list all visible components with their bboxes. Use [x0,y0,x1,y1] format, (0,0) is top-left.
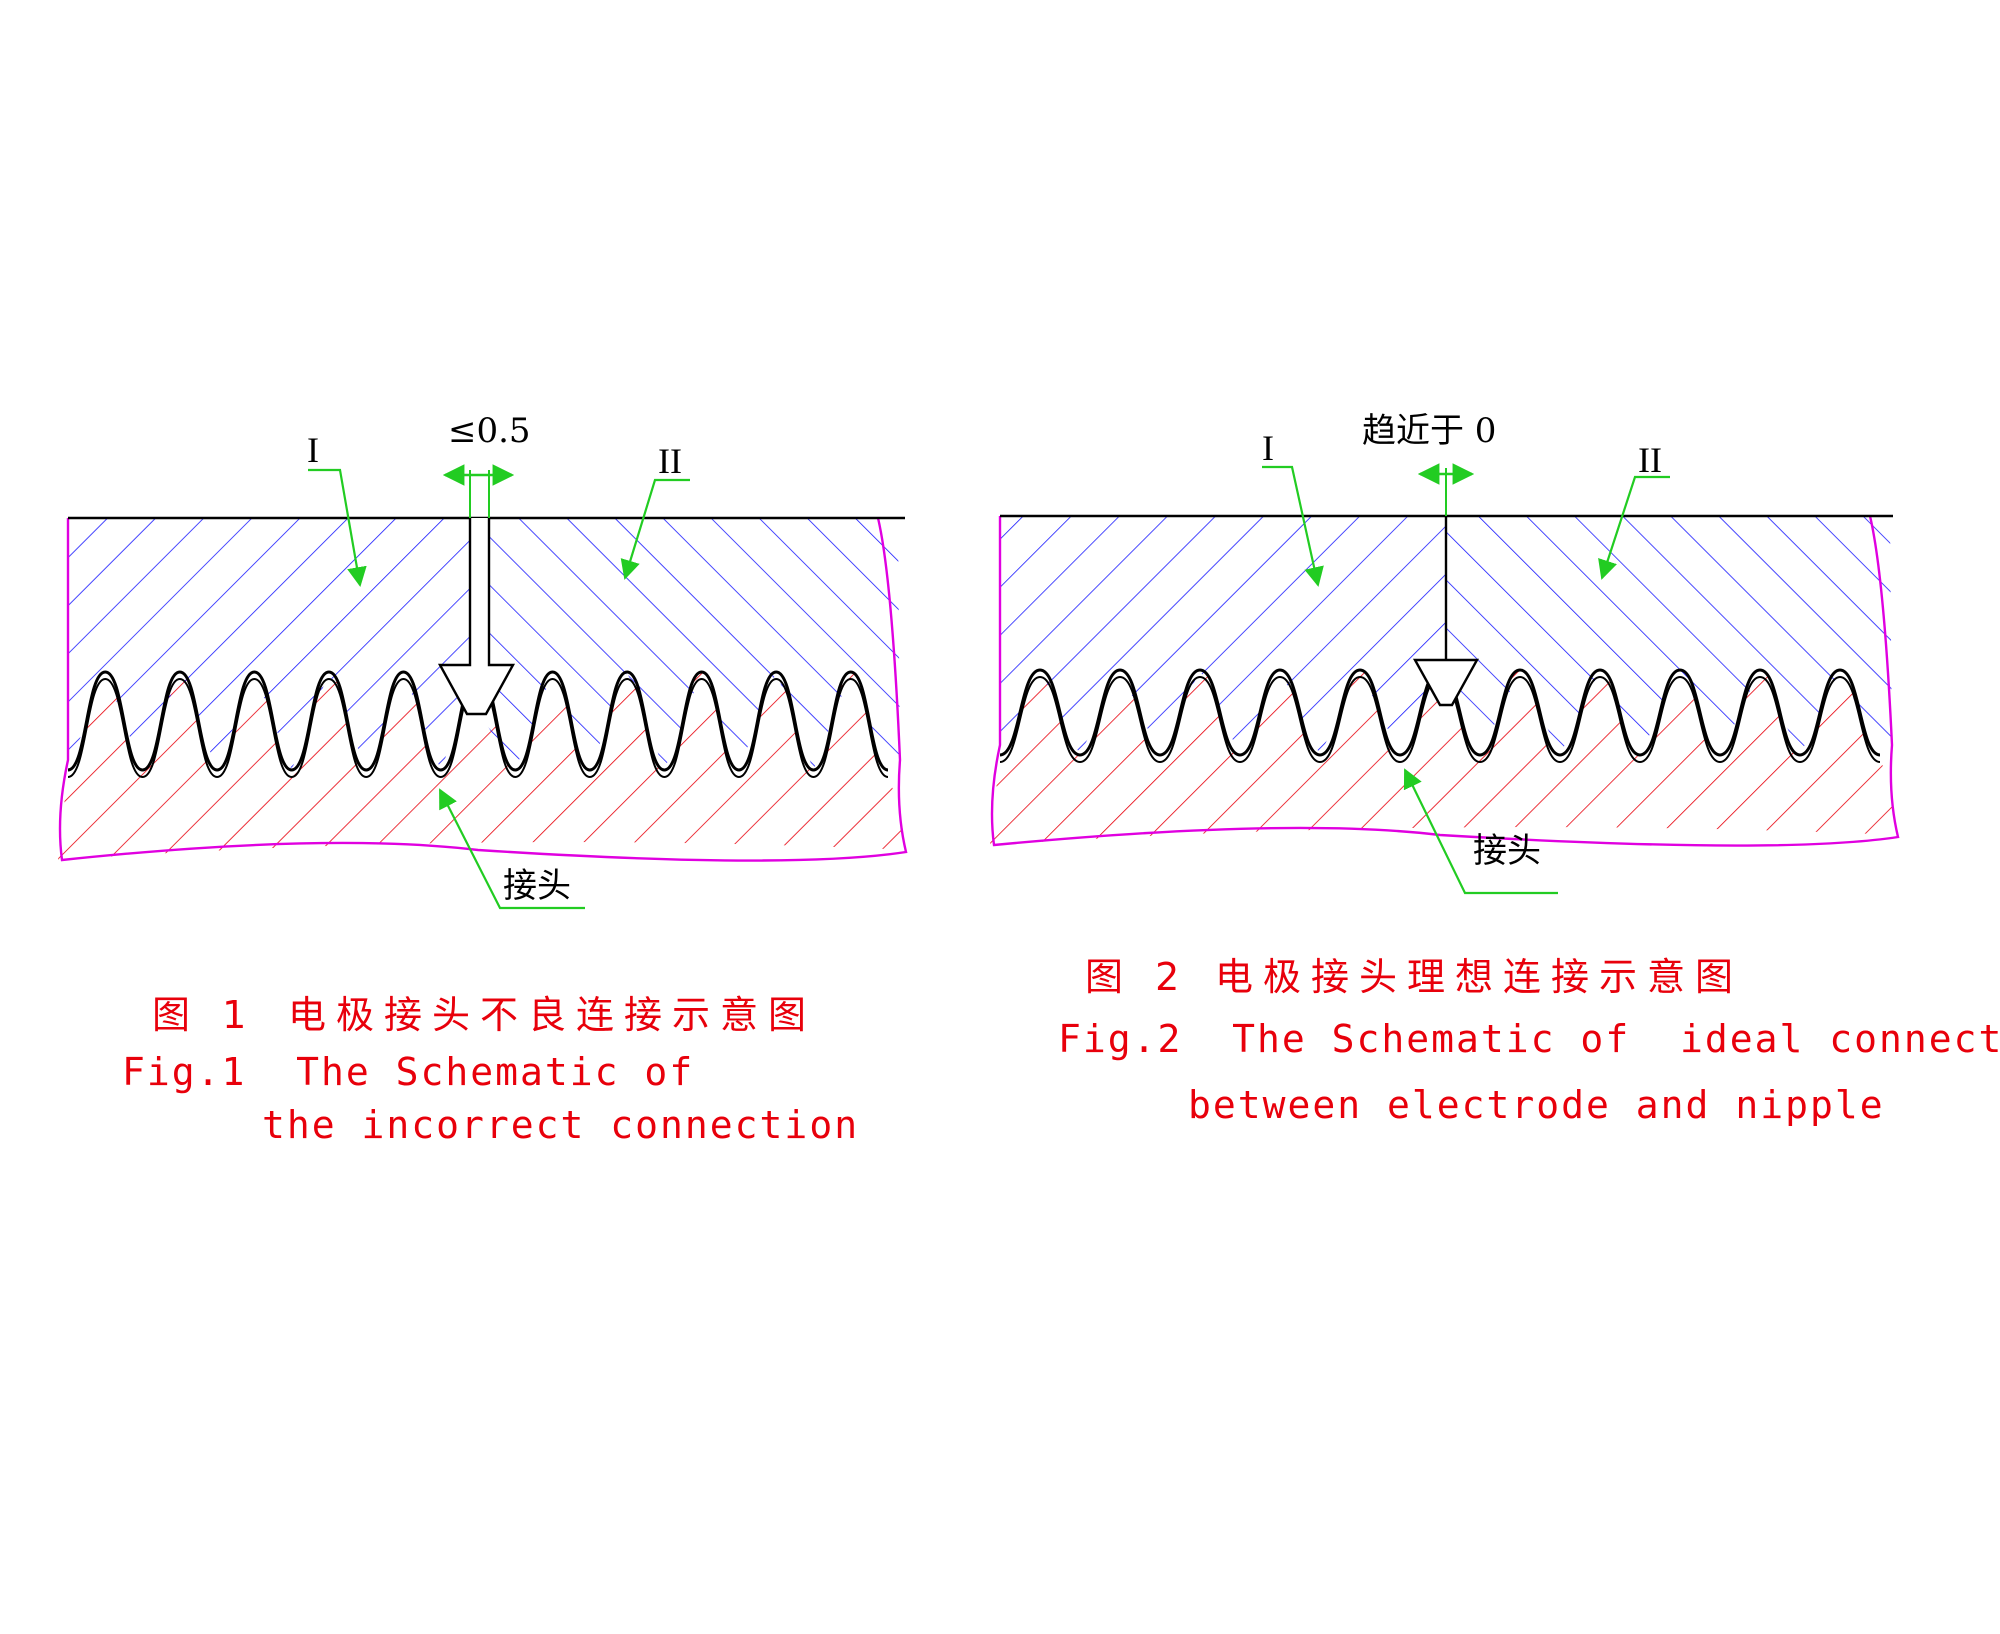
leader-part-I [308,468,367,587]
gap-label: 趋近于 0 [1362,411,1496,451]
leader-nipple [439,788,585,910]
nipple-body [990,670,1900,845]
label-part-II: II [1638,440,1662,480]
gap-slot [437,518,516,716]
zero-gap-joint [1412,516,1480,707]
leader-part-I [1262,465,1324,587]
caption-1-en-line1: Fig.1 The Schematic of [122,1050,694,1094]
leader-nipple [1403,768,1558,895]
figure-2-ideal-connection: 趋近于 0 I II 接头 [990,411,1900,895]
caption-figure-1: 图 1 电极接头不良连接示意图 Fig.1 The Schematic of t… [122,993,859,1147]
caption-2-en-line2: between electrode and nipple [1188,1083,1885,1127]
label-part-II: II [658,441,682,481]
section-outline [990,515,1900,847]
caption-2-en-line1: Fig.2 The Schematic of ideal connection [1058,1017,2000,1061]
caption-2-cn-text: 电极接头理想连接示意图 [1215,955,1743,999]
label-part-I: I [1262,428,1274,468]
caption-1-cn-prefix: 图 1 [152,993,256,1037]
label-nipple: 接头 [1473,831,1541,871]
label-nipple: 接头 [503,866,571,906]
figure-1-incorrect-connection: ≤0.5 I II 接头 [58,411,908,910]
electrode-I-body [68,518,480,770]
electrode-I-body [1000,516,1446,755]
leader-part-II [620,478,690,580]
caption-2-cn-prefix: 图 2 [1085,955,1189,999]
electrode-II-body [480,518,900,770]
label-part-I: I [307,430,319,470]
caption-1-en-line2: the incorrect connection [262,1103,859,1147]
electrode-II-body [1446,516,1892,755]
caption-figure-2: 图 2 电极接头理想连接示意图 Fig.2 The Schematic of i… [1058,955,2000,1127]
leader-part-II [1598,475,1670,580]
section-outline [58,517,908,862]
caption-1-cn-text: 电极接头不良连接示意图 [288,993,816,1037]
gap-label: ≤0.5 [448,411,531,451]
